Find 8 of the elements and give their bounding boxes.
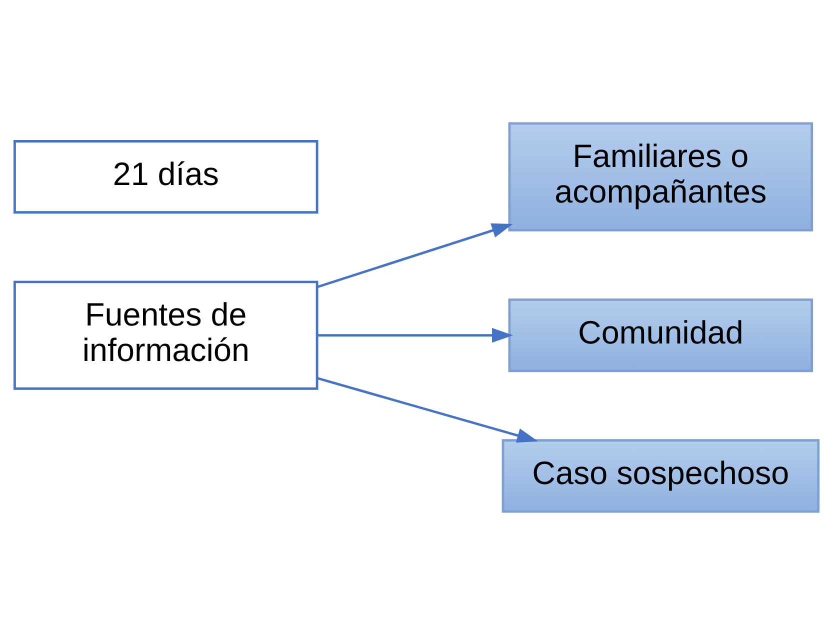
- node-box: 21 días: [13, 140, 318, 214]
- node-box: Fuentes de información: [13, 280, 318, 390]
- arrow: [318, 328, 514, 343]
- node-box: Familiares o acompañantes: [508, 122, 814, 232]
- arrow: [317, 377, 538, 443]
- arrow: [317, 223, 513, 288]
- node-box: Caso sospechoso: [502, 439, 820, 513]
- node-box: Comunidad: [508, 298, 814, 372]
